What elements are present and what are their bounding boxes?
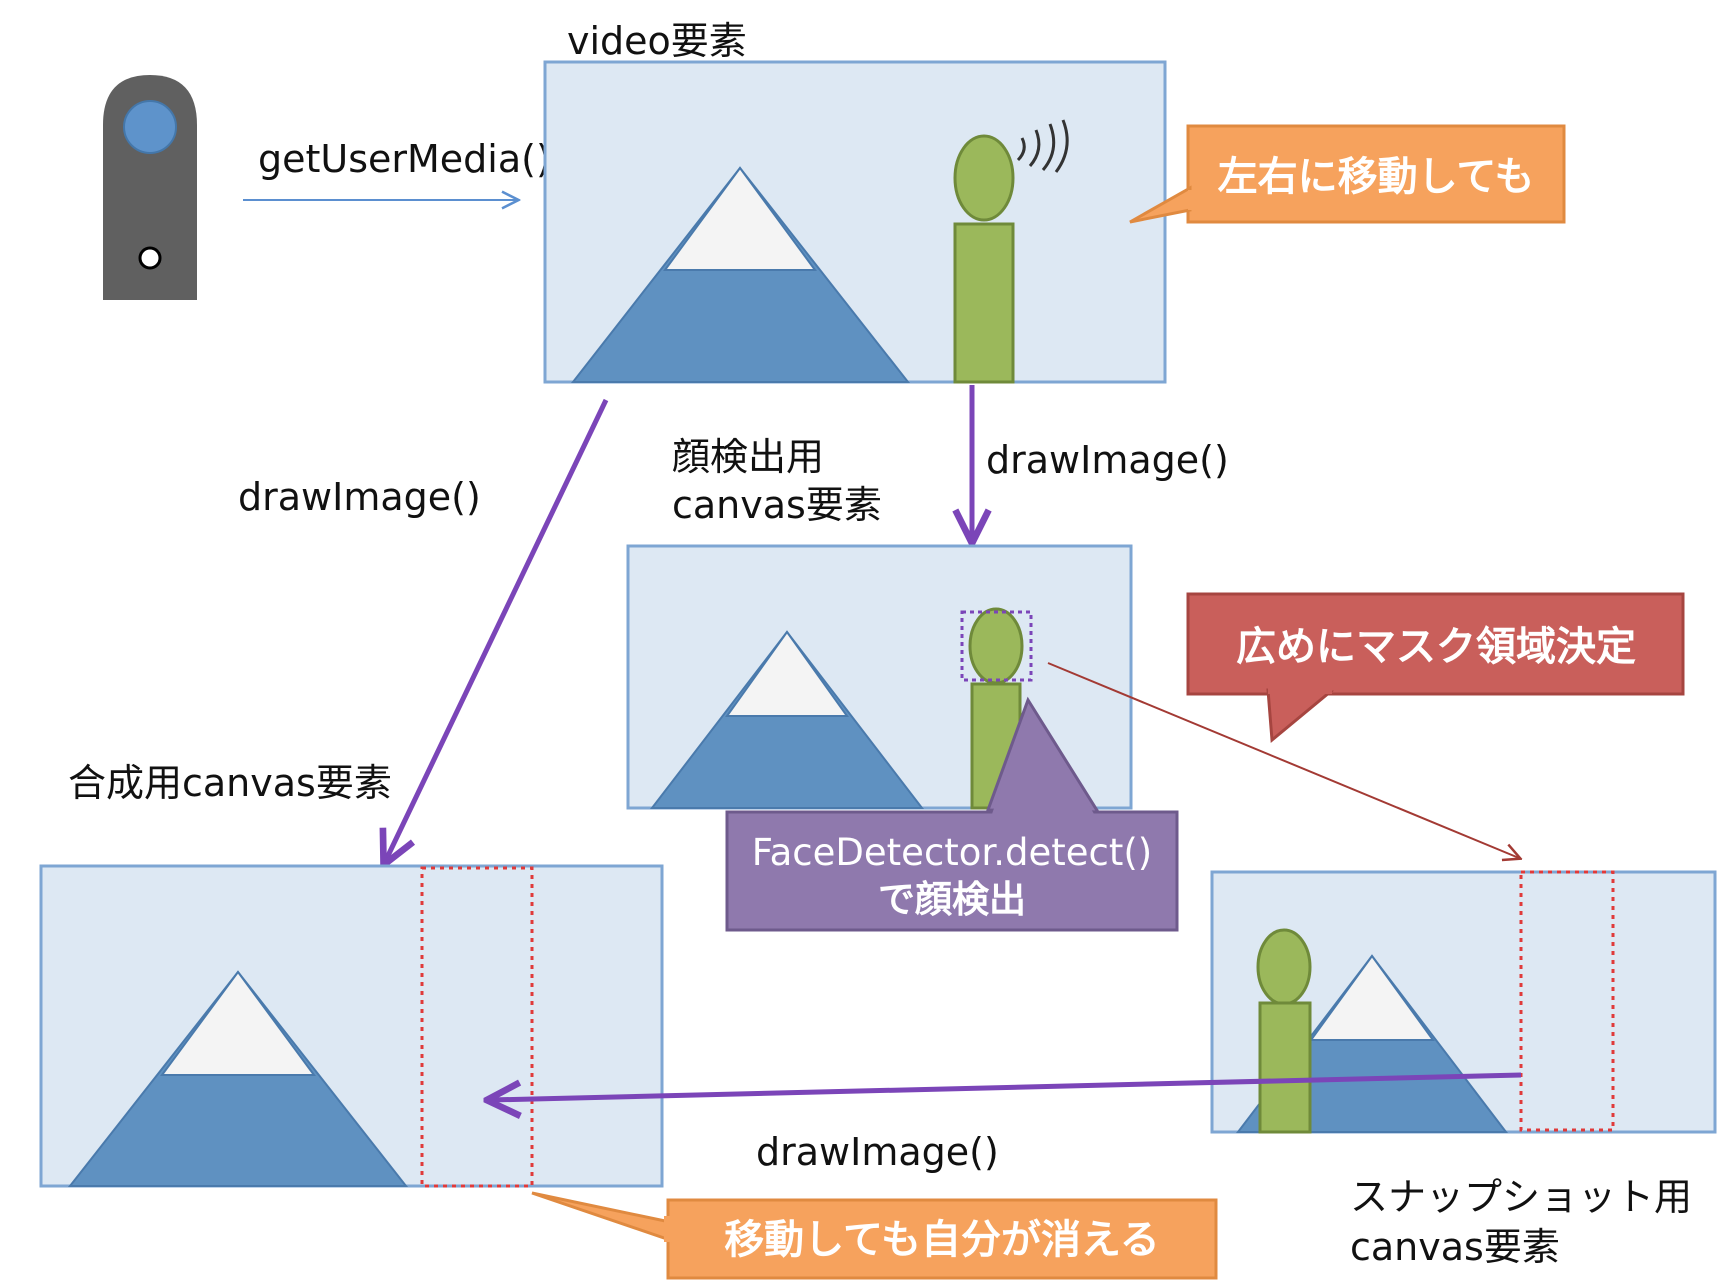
person-head [1256,928,1312,1006]
person-head [968,607,1024,685]
person-head [953,134,1015,222]
callout-face-detector-text-line1: FaceDetector.detect() [752,831,1153,874]
drawimage-label-bottom: drawImage() [756,1130,999,1174]
drawimage-label-left: drawImage() [238,475,481,519]
drawimage-arrow-to-composite-canvas [385,398,609,862]
drawimage-label-center: drawImage() [986,438,1229,482]
person-body [953,222,1015,384]
callout-face-detector-text-line2: で顔検出 [878,878,1026,921]
mountain-snow [1309,954,1435,1041]
person-body [1258,1001,1312,1134]
mountain-shape [67,970,409,1187]
motion-waves-icon [1016,119,1069,173]
callout-face-detector: FaceDetector.detect() で顔検出 [725,696,1179,932]
composite-canvas-frame [39,864,664,1188]
snapshot-canvas-label-line2: canvas要素 [1350,1225,1560,1269]
snapshot-canvas-label-line1: スナップショット用 [1350,1175,1692,1219]
callout-mask-region: 広めにマスク領域決定 [1186,592,1685,743]
mountain-snow [725,630,849,717]
face-canvas-label-line2: canvas要素 [672,483,882,527]
mountain-snow [160,970,316,1076]
camera-icon [103,75,197,300]
face-detection-box [960,610,1033,682]
getusermedia-label: getUserMedia() [258,137,551,181]
video-element-label: video要素 [567,19,747,63]
video-element-frame [543,60,1167,384]
drawimage-arrow-snapshot-to-composite [490,1072,1522,1100]
callout-mask-region-text: 広めにマスク領域決定 [1236,624,1636,670]
callout-move-left-right: 左右に移動しても [1129,124,1566,224]
mountain-snow [663,166,817,271]
callout-self-disappears: 移動しても自分が消える [531,1191,1218,1280]
mask-region-arrow [1047,662,1519,858]
callout-move-left-right-text: 左右に移動しても [1218,154,1535,200]
face-canvas-label-line1: 顔検出用 [672,435,824,479]
mountain-shape [649,630,925,809]
mountain-shape [570,166,911,383]
mask-region-box [1519,870,1615,1132]
mask-region-box [420,866,534,1188]
callout-self-disappears-text: 移動しても自分が消える [724,1217,1160,1263]
composite-canvas-label: 合成用canvas要素 [68,761,392,805]
snapshot-canvas-frame [1210,870,1717,1134]
